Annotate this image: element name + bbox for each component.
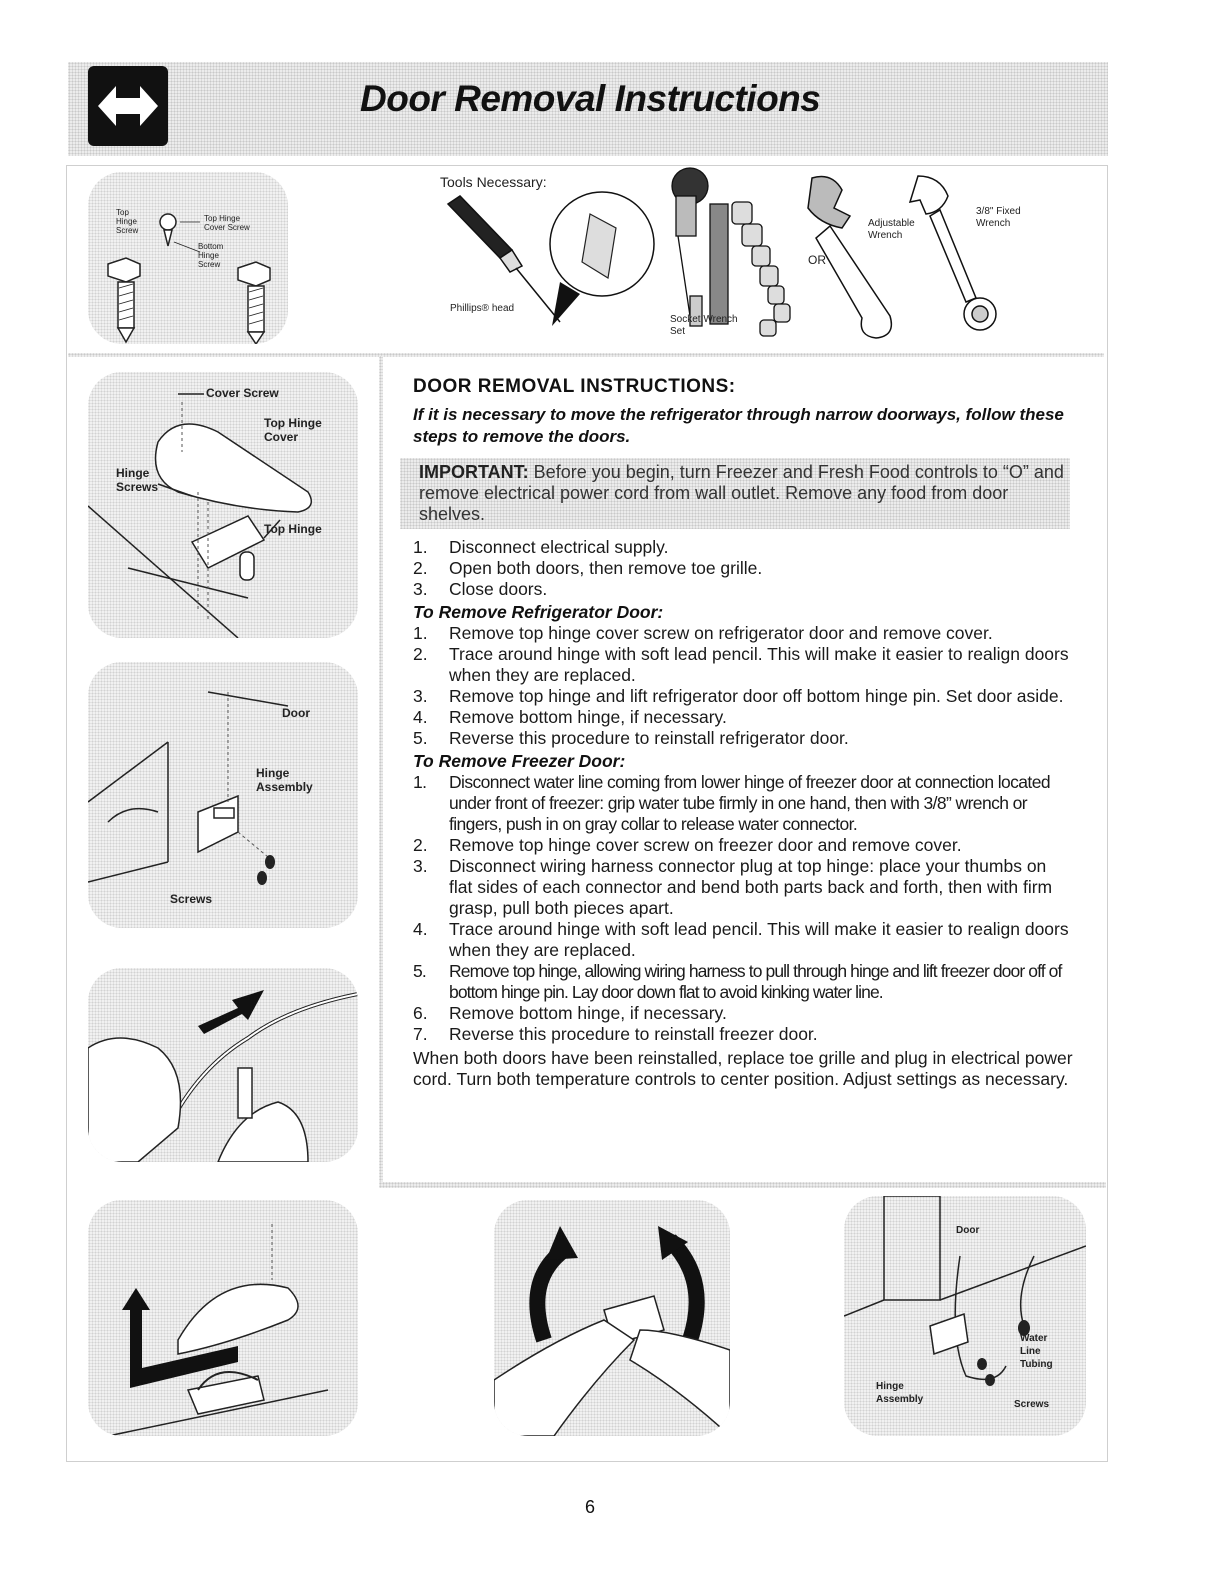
list-item: 5.Reverse this procedure to reinstall re…: [413, 728, 849, 748]
list-item: 1.Remove top hinge cover screw on refrig…: [413, 623, 993, 643]
bottom-hinge-illustration: [88, 662, 358, 928]
top-hinge-removal-illustration: [88, 1200, 358, 1436]
page-title: Door Removal Instructions: [360, 78, 821, 119]
refrigerator-heading: To Remove Refrigerator Door:: [413, 602, 664, 622]
instructions: DOOR REMOVAL INSTRUCTIONS: If it is nece…: [400, 376, 1073, 1090]
hinge-assembly-label: Hinge Assembly: [876, 1381, 924, 1405]
cover-screw-label: Cover Screw: [206, 386, 279, 400]
list-item: 6.Remove bottom hinge, if necessary.: [413, 1003, 727, 1023]
list-item: 1.Disconnect electrical supply.: [413, 537, 669, 557]
screws-illustration: [88, 172, 288, 344]
closing-text: When both doors have been reinstalled, r…: [413, 1048, 1073, 1089]
divider: [379, 1182, 1106, 1188]
instructions-heading: DOOR REMOVAL INSTRUCTIONS:: [413, 376, 736, 397]
list-item: 3.Close doors.: [413, 579, 548, 599]
adjustable-wrench-label: Adjustable Wrench: [868, 218, 915, 241]
water-line-connection-illustration: [844, 1196, 1086, 1436]
list-item: 1.Disconnect water line coming from lowe…: [413, 772, 1051, 834]
tools-heading: Tools Necessary:: [440, 174, 547, 190]
important-text: Before you begin, turn Freezer and Fresh…: [419, 462, 1064, 524]
important-label: IMPORTANT:: [419, 462, 529, 482]
top-hinge-screw-label: Top Hinge Screw: [116, 208, 139, 235]
top-hinge-cover-screw-label: Top Hinge Cover Screw: [204, 214, 250, 232]
divider: [379, 356, 383, 1186]
hinge-screws-label: Hinge Screws: [116, 466, 159, 494]
instructions-intro: If it is necessary to move the refrigera…: [413, 405, 1064, 446]
water-line-illustration: [88, 968, 358, 1162]
top-hinge-label: Top Hinge: [264, 522, 322, 536]
refrigerator-steps: 1.Remove top hinge cover screw on refrig…: [413, 623, 1073, 749]
or-label: OR: [808, 253, 826, 267]
hinge-assembly-label: Hinge Assembly: [256, 766, 313, 794]
top-hinge-cover-label: Top Hinge Cover: [264, 416, 322, 444]
bottom-hinge-screw-label: Bottom Hinge Screw: [198, 242, 224, 269]
list-item: 3.Disconnect wiring harness connector pl…: [413, 856, 1053, 918]
list-item: 7.Reverse this procedure to reinstall fr…: [413, 1024, 818, 1044]
phillips-label: Phillips® head: [450, 303, 515, 314]
double-arrow-icon: [88, 66, 168, 146]
list-item: 2.Trace around hinge with soft lead penc…: [413, 644, 1069, 685]
page-number: 6: [585, 1497, 596, 1517]
socket-label: Socket Wrench Set: [670, 314, 738, 337]
list-item: 2.Open both doors, then remove toe grill…: [413, 558, 763, 578]
door-label: Door: [282, 706, 310, 720]
list-item: 4.Remove bottom hinge, if necessary.: [413, 707, 727, 727]
water-line-tubing-label: Water Line Tubing: [1020, 1333, 1053, 1370]
screws-label: Screws: [170, 892, 213, 906]
important-notice: IMPORTANT: Before you begin, turn Freeze…: [400, 458, 1070, 529]
list-item: 4.Trace around hinge with soft lead penc…: [413, 919, 1069, 960]
list-item: 3.Remove top hinge and lift refrigerator…: [413, 686, 1064, 706]
top-hinge-illustration: [88, 372, 358, 638]
tools-illustration: [440, 166, 1080, 348]
header-band: [68, 62, 1108, 156]
content-panel: [66, 165, 1108, 1462]
list-item: 5.Remove top hinge, allowing wiring harn…: [413, 961, 1062, 1002]
general-steps: 1.Disconnect electrical supply. 2.Open b…: [413, 537, 1073, 600]
freezer-heading: To Remove Freezer Door:: [413, 751, 626, 771]
divider: [68, 353, 1104, 357]
door-label: Door: [956, 1225, 980, 1236]
freezer-steps: 1.Disconnect water line coming from lowe…: [413, 772, 1073, 1045]
wiring-harness-illustration: [494, 1200, 730, 1436]
list-item: 2.Remove top hinge cover screw on freeze…: [413, 835, 962, 855]
fixed-wrench-label: 3/8" Fixed Wrench: [976, 206, 1021, 229]
screws-label: Screws: [1014, 1399, 1050, 1410]
